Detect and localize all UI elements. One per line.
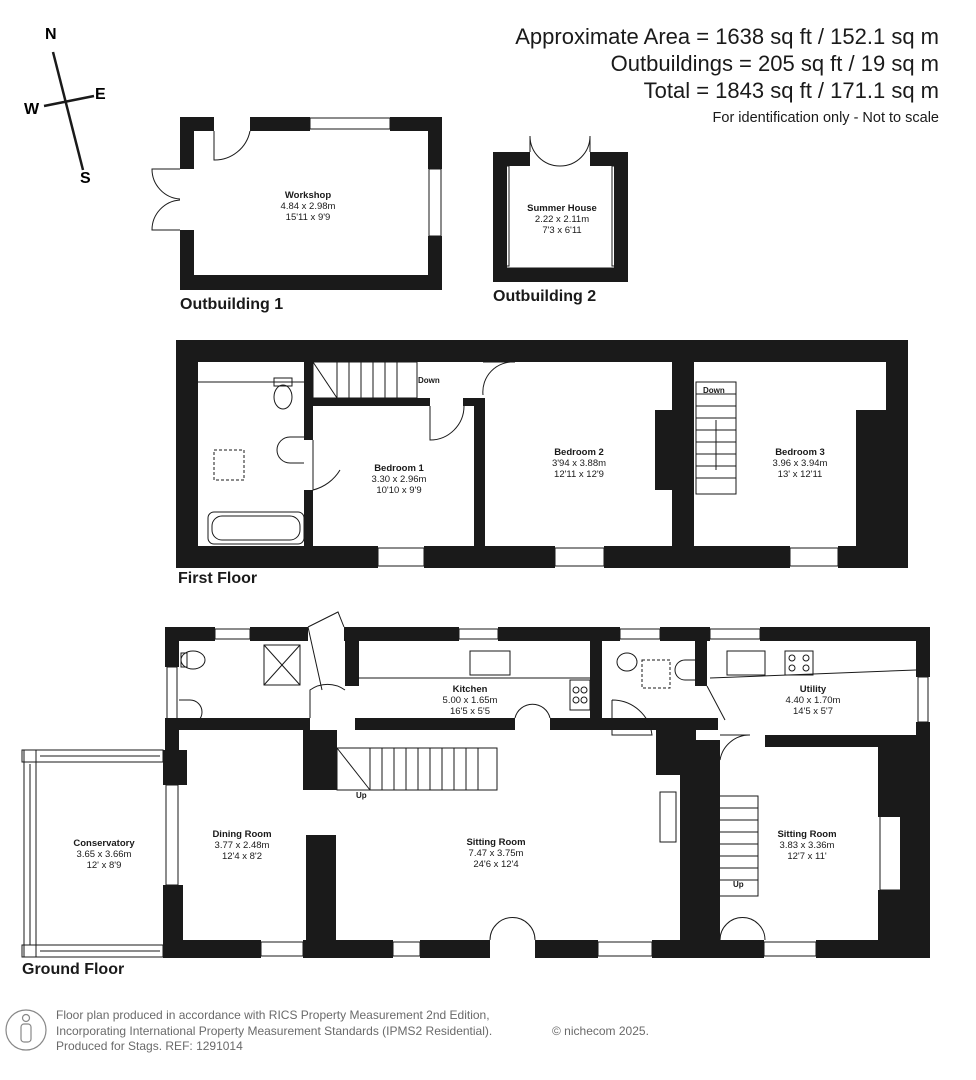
- room-name: Sitting Room: [466, 837, 526, 848]
- label-outbuilding-2: Outbuilding 2: [493, 288, 597, 305]
- total-area: Total = 1843 sq ft / 171.1 sq m: [643, 78, 939, 103]
- room-imperial: 24'6 x 12'4: [473, 859, 519, 870]
- room-dining: Dining Room 3.77 x 2.48m 12'4 x 8'2: [172, 829, 312, 862]
- room-name: Summer House: [527, 203, 597, 214]
- room-bedroom-2: Bedroom 2 3'94 x 3.88m 12'11 x 12'9: [509, 447, 649, 480]
- room-metric: 3.96 x 3.94m: [772, 458, 828, 469]
- ground-floor-windows: [165, 628, 929, 957]
- room-metric: 3.30 x 2.96m: [371, 474, 427, 485]
- room-imperial: 12'7 x 11': [787, 851, 827, 862]
- room-name: Workshop: [284, 190, 332, 201]
- room-metric: 3.83 x 3.36m: [779, 840, 835, 851]
- ground-floor-stairs: [336, 747, 759, 897]
- conservatory-glazing: [21, 749, 164, 958]
- room-name: Sitting Room: [777, 829, 837, 840]
- room-imperial: 12' x 8'9: [86, 860, 122, 871]
- room-bedroom-3: Bedroom 3 3.96 x 3.94m 13' x 12'11: [730, 447, 870, 480]
- room-conservatory: Conservatory 3.65 x 3.66m 12' x 8'9: [34, 838, 174, 871]
- bathroom-fixtures: [198, 377, 305, 545]
- room-sitting-right: Sitting Room 3.83 x 3.36m 12'7 x 11': [737, 829, 877, 862]
- label-ground-floor: Ground Floor: [22, 961, 125, 978]
- room-sitting-main: Sitting Room 7.47 x 3.75m 24'6 x 12'4: [426, 837, 566, 870]
- room-name: Conservatory: [73, 838, 135, 849]
- footer-line: Incorporating International Property Mea…: [56, 1023, 493, 1038]
- ground-floor-walls: [163, 627, 930, 958]
- room-utility: Utility 4.40 x 1.70m 14'5 x 5'7: [743, 684, 883, 717]
- room-imperial: 10'10 x 9'9: [376, 485, 422, 496]
- first-floor-windows: [377, 547, 839, 567]
- room-metric: 3.65 x 3.66m: [76, 849, 132, 860]
- room-imperial: 12'11 x 12'9: [554, 469, 604, 480]
- compass-w: W: [24, 101, 40, 118]
- disclaimer: For identification only - Not to scale: [712, 110, 939, 126]
- stairs-down-label: Down: [418, 376, 440, 385]
- first-floor-stairs: [312, 361, 737, 495]
- room-name: Bedroom 1: [374, 463, 424, 474]
- room-metric: 4.84 x 2.98m: [280, 201, 336, 212]
- room-name: Bedroom 2: [554, 447, 604, 458]
- compass-e: E: [95, 86, 106, 103]
- label-first-floor: First Floor: [178, 570, 258, 587]
- stairs-up-label: Up: [733, 880, 744, 889]
- room-imperial: 14'5 x 5'7: [792, 706, 834, 717]
- first-floor-walls: [176, 340, 908, 568]
- room-name: Dining Room: [212, 829, 272, 840]
- room-metric: 7.47 x 3.75m: [468, 848, 524, 859]
- room-metric: 4.40 x 1.70m: [785, 695, 841, 706]
- room-name: Utility: [799, 684, 827, 695]
- compass-s: S: [80, 170, 91, 187]
- room-workshop: Workshop 4.84 x 2.98m 15'11 x 9'9: [238, 190, 378, 223]
- room-metric: 3.77 x 2.48m: [214, 840, 270, 851]
- room-name: Kitchen: [452, 684, 488, 695]
- room-imperial: 13' x 12'11: [777, 469, 823, 480]
- footer-line: Floor plan produced in accordance with R…: [56, 1008, 490, 1022]
- compass-icon: [43, 51, 95, 171]
- room-bedroom-1: Bedroom 1 3.30 x 2.96m 10'10 x 9'9: [329, 463, 469, 496]
- room-summer-house: Summer House 2.22 x 2.11m 7'3 x 6'11: [492, 203, 632, 236]
- room-kitchen: Kitchen 5.00 x 1.65m 16'5 x 5'5: [400, 684, 540, 717]
- label-outbuilding-1: Outbuilding 1: [180, 296, 284, 313]
- footer-notes: Floor plan produced in accordance with R…: [56, 1008, 492, 1055]
- room-metric: 5.00 x 1.65m: [442, 695, 498, 706]
- room-imperial: 7'3 x 6'11: [542, 225, 582, 236]
- stairs-up-label: Up: [356, 791, 367, 800]
- outbuildings-area: Outbuildings = 205 sq ft / 19 sq m: [610, 51, 939, 76]
- ground-floor-fixtures: [179, 644, 917, 891]
- footer-line: Produced for Stags. REF: 1291014: [56, 1039, 243, 1053]
- copyright: © nichecom 2025.: [552, 1024, 649, 1038]
- compass-n: N: [45, 26, 57, 43]
- workshop-doors: [151, 130, 251, 231]
- room-imperial: 16'5 x 5'5: [449, 706, 491, 717]
- room-name: Bedroom 3: [775, 447, 825, 458]
- first-floor-doors: [312, 361, 516, 491]
- ipms-logo-icon: [5, 1009, 47, 1051]
- stairs-down-label: Down: [703, 386, 725, 395]
- workshop-walls: [180, 117, 442, 290]
- room-metric: 3'94 x 3.88m: [551, 458, 607, 469]
- room-imperial: 12'4 x 8'2: [221, 851, 263, 862]
- summer-house-glazing: [497, 135, 624, 279]
- room-imperial: 15'11 x 9'9: [285, 212, 331, 223]
- workshop-windows: [309, 117, 442, 237]
- ground-floor-doors: [307, 611, 766, 941]
- approximate-area: Approximate Area = 1638 sq ft / 152.1 sq…: [515, 24, 939, 49]
- room-metric: 2.22 x 2.11m: [534, 214, 590, 225]
